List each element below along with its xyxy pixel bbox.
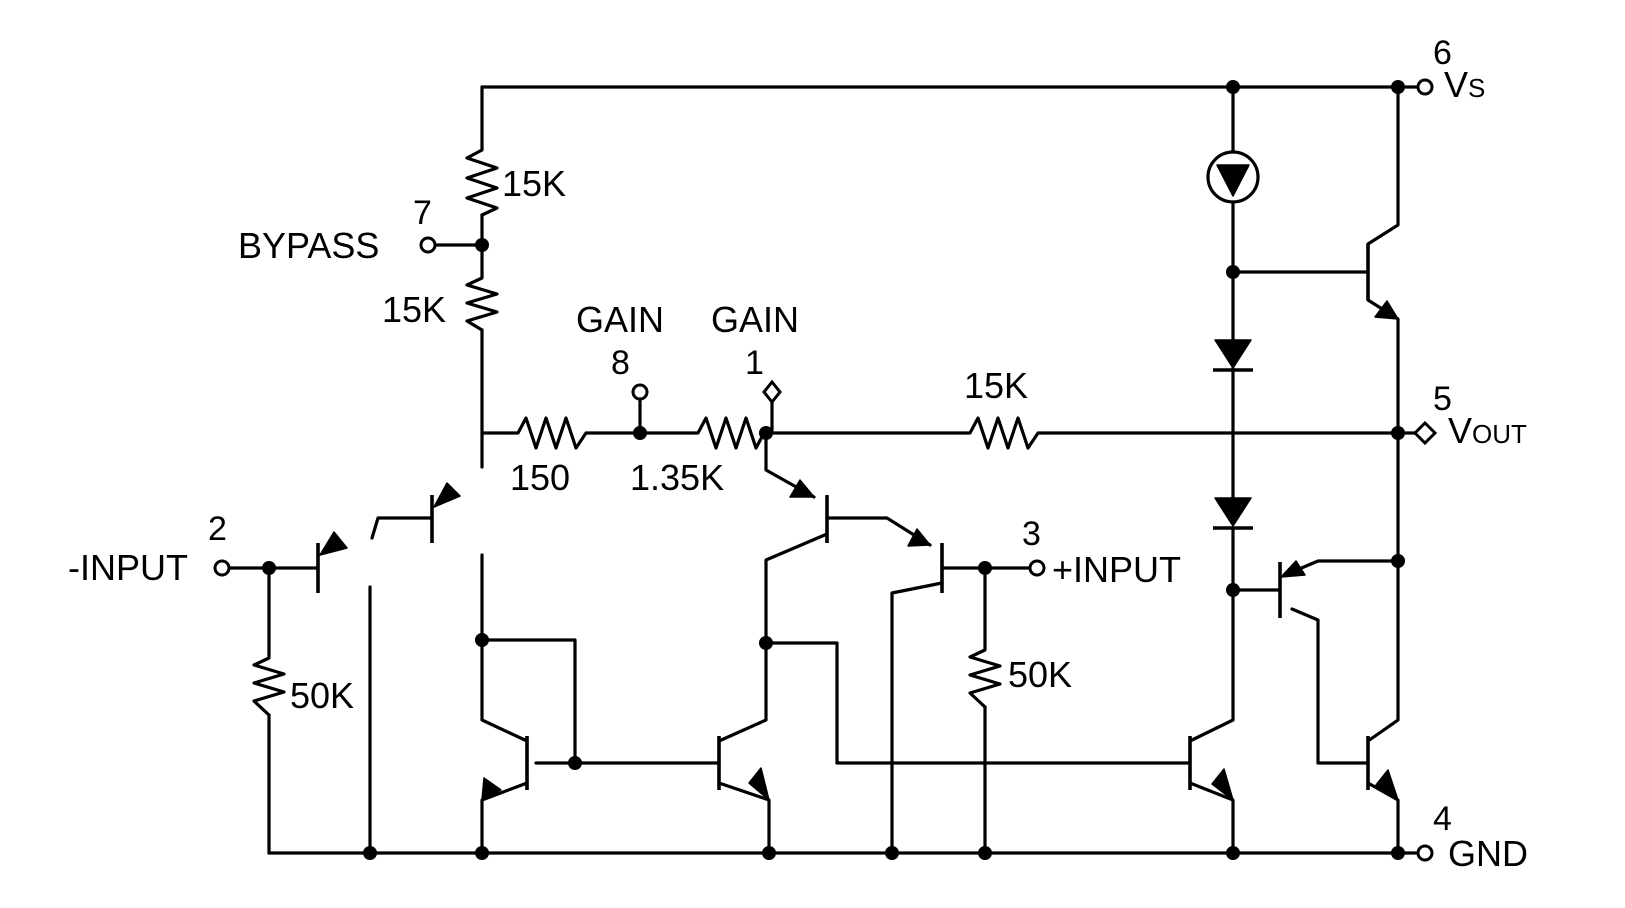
pin-terminals (213, 78, 1438, 862)
pin-1-number: 1 (745, 344, 764, 382)
resistor-bias-top-label: 15K (502, 163, 566, 204)
pin-1-terminal (762, 379, 782, 405)
resistor-gain-a (510, 416, 594, 450)
pin-5-label: VOUT (1448, 410, 1527, 451)
resistor-gain-b-label: 1.35K (630, 457, 724, 498)
resistor-input-pos (968, 643, 1002, 709)
resistor-feedback (962, 416, 1046, 450)
transistors (316, 244, 1370, 790)
pin-5-terminal (1412, 420, 1438, 446)
resistor-input-neg (252, 651, 286, 717)
pin-6-label: VS (1444, 64, 1485, 105)
resistor-feedback-label: 15K (964, 365, 1028, 406)
resistor-gain-b (690, 416, 768, 450)
resistor-bias-bottom (465, 270, 499, 332)
emitter-arrows (319, 300, 1399, 801)
pin-7-label: BYPASS (238, 225, 379, 266)
resistor-bias-top (465, 143, 499, 217)
pin-4-terminal (1416, 844, 1434, 862)
pin-7-terminal (419, 236, 437, 254)
pin-8-terminal (631, 383, 649, 401)
pin-2-terminal (213, 559, 231, 577)
pin-3-terminal (1028, 559, 1046, 577)
pin-2-number: 2 (208, 510, 227, 548)
resistor-input-pos-label: 50K (1008, 654, 1072, 695)
pin-4-label: GND (1448, 833, 1528, 874)
diodes (1213, 339, 1253, 530)
pin-6-number: 6 (1433, 34, 1452, 72)
pin-3-number: 3 (1022, 515, 1041, 553)
current-source (1206, 150, 1260, 204)
pin-4-number: 4 (1433, 800, 1452, 838)
pin-3-label: +INPUT (1052, 549, 1181, 590)
junction-dots (262, 80, 1405, 860)
wires (227, 85, 1420, 855)
pin-2-label: -INPUT (68, 547, 188, 588)
pin-8-label: GAIN (576, 299, 664, 340)
resistor-bias-bottom-label: 15K (382, 289, 446, 330)
pin-1-label: GAIN (711, 299, 799, 340)
pin-5-number: 5 (1433, 380, 1452, 418)
resistor-gain-a-label: 150 (510, 457, 570, 498)
pin-8-number: 8 (611, 344, 630, 382)
resistors (252, 143, 1046, 717)
labels: 6 VS 7 BYPASS 15K 15K GAIN 8 GAIN 1 150 … (68, 34, 1528, 874)
pin-7-number: 7 (413, 194, 432, 232)
pin-6-terminal (1416, 78, 1434, 96)
resistor-input-neg-label: 50K (290, 675, 354, 716)
